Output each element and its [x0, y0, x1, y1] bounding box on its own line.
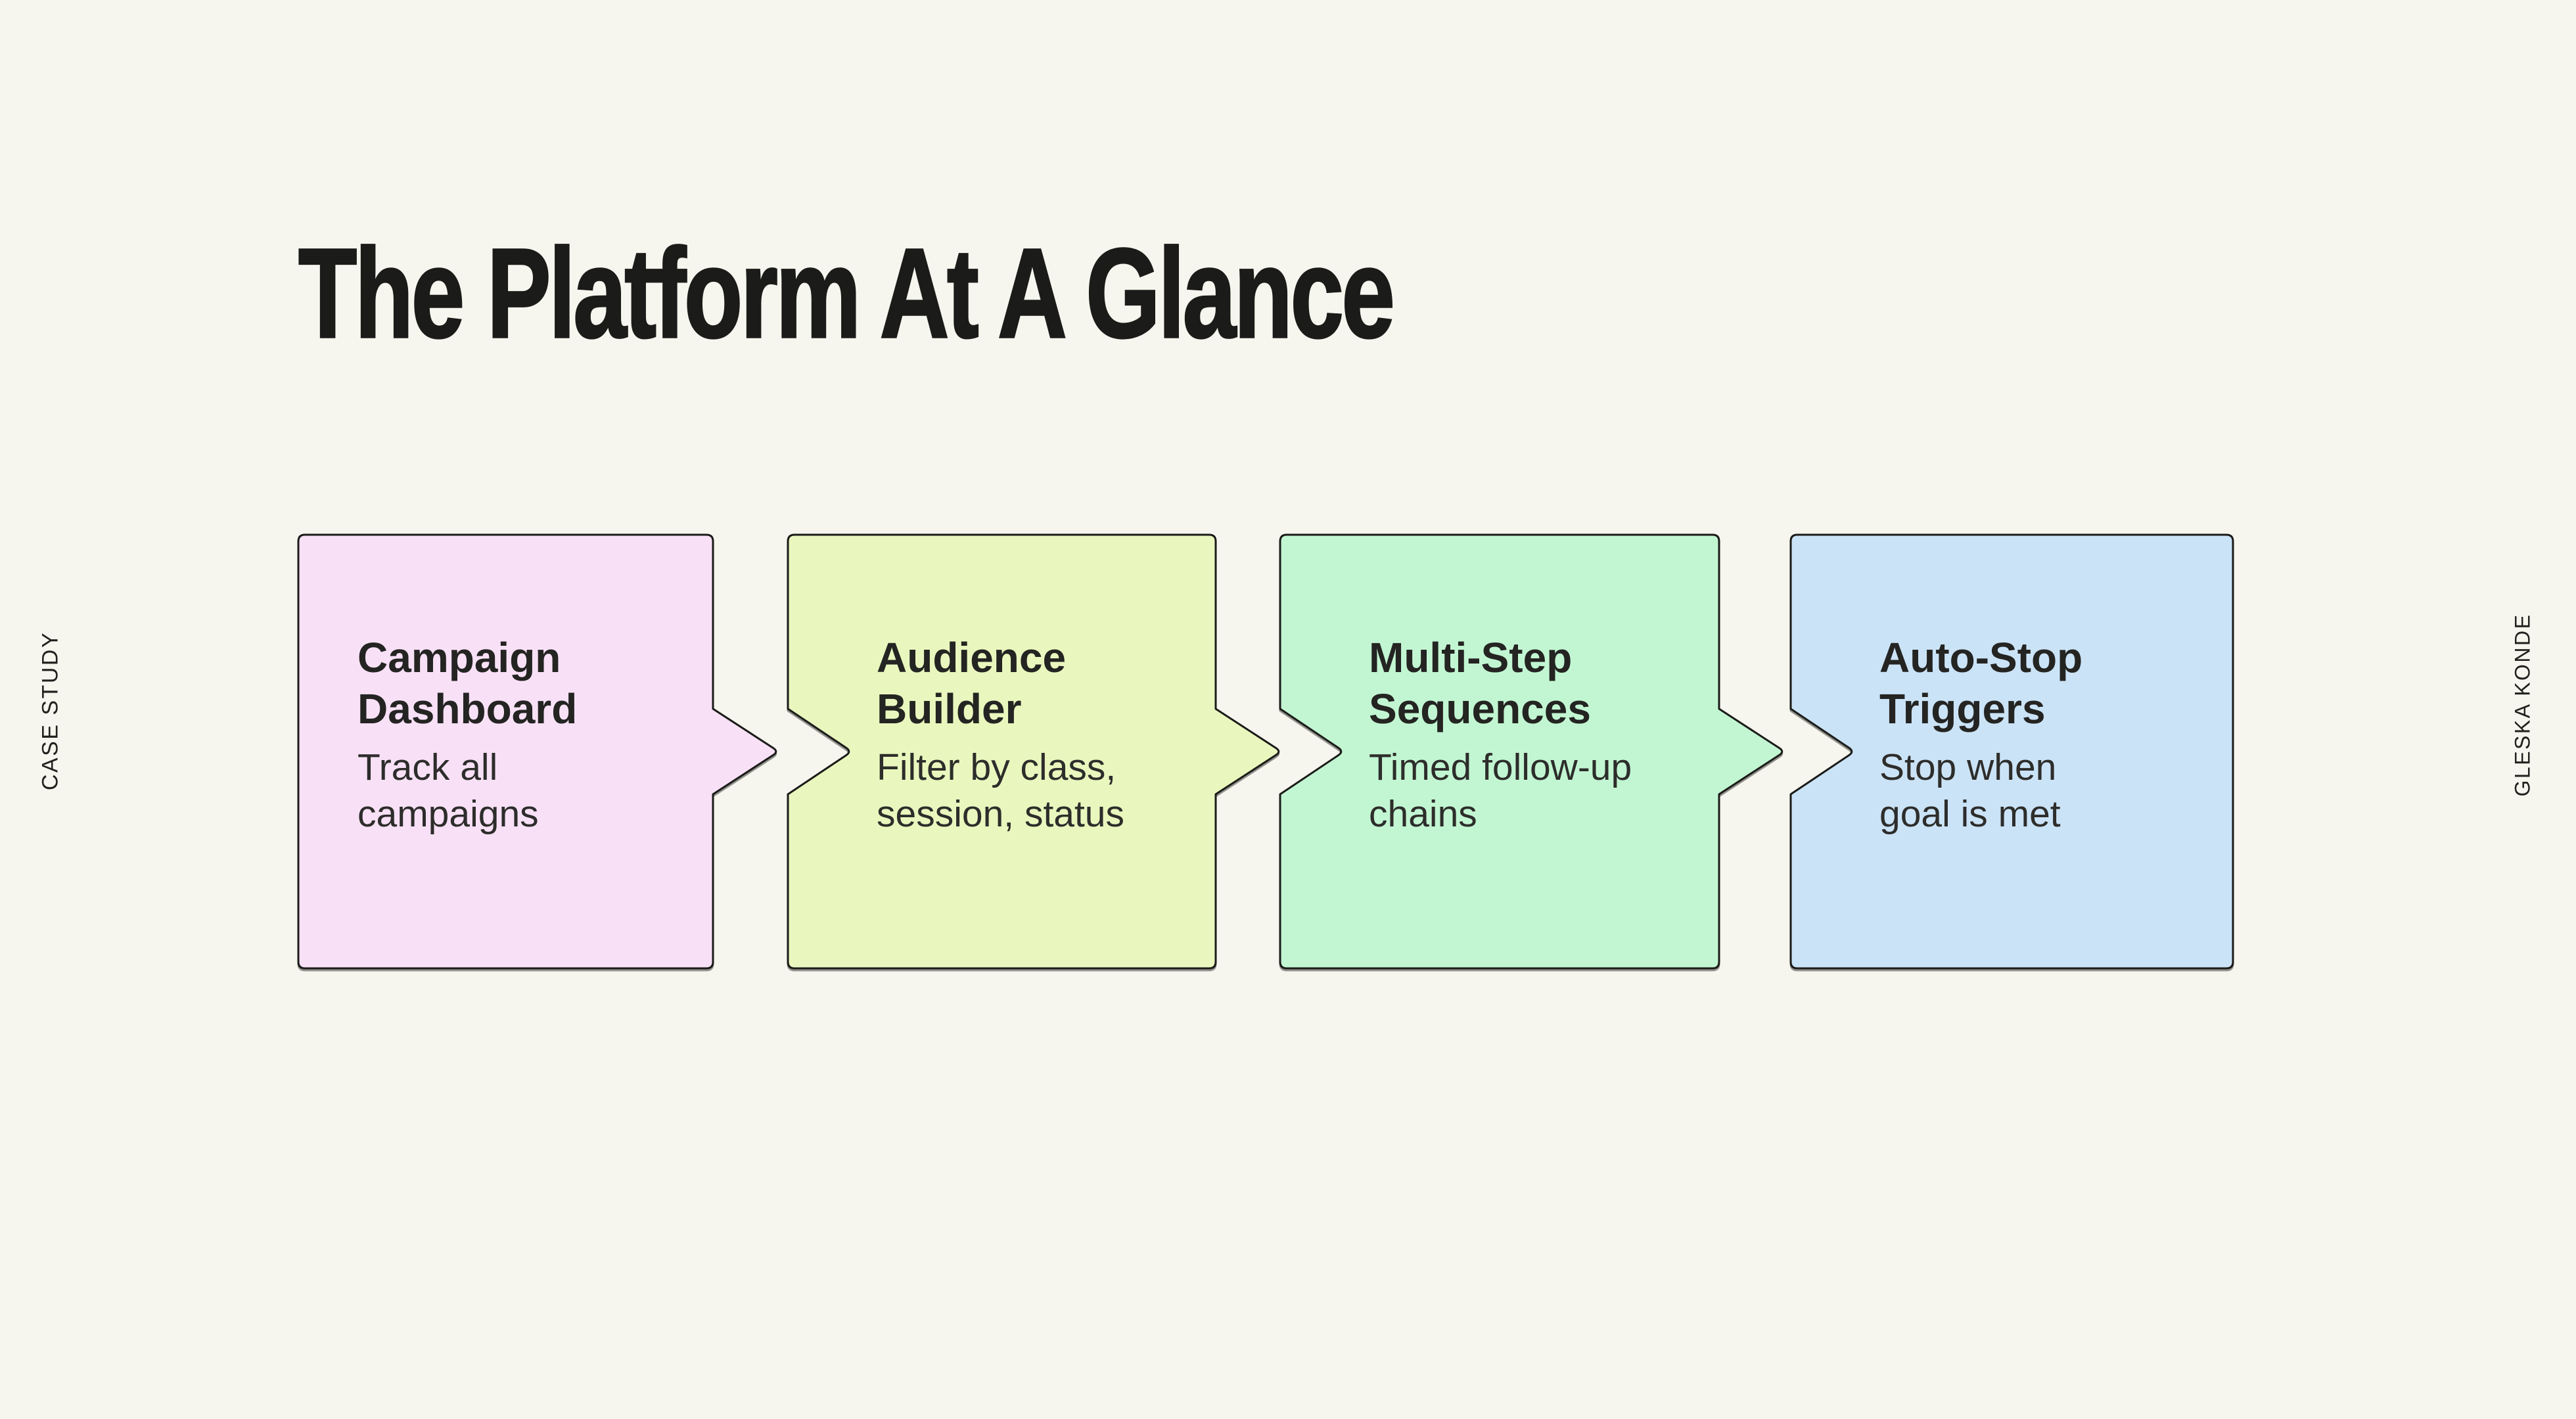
step-description: Timed follow-up chains: [1369, 746, 1632, 835]
step-card-campaign-dashboard: Campaign Dashboard Track all campaigns: [297, 533, 777, 970]
step-shape-path: [1789, 533, 2234, 970]
step-shape: [1789, 533, 2234, 970]
step-description: Track all campaigns: [357, 746, 539, 835]
step-card-multi-step-sequences: Multi-Step Sequences Timed follow-up cha…: [1279, 533, 1783, 970]
step-shape: [297, 533, 777, 970]
step-shape-path: [297, 533, 777, 970]
step-title: Multi-Step Sequences: [1369, 634, 1591, 732]
step-card-audience-builder: Audience Builder Filter by class, sessio…: [787, 533, 1280, 970]
step-text-block: Multi-Step Sequences Timed follow-up cha…: [1369, 632, 1710, 838]
right-margin-label: GLESKA KONDE: [2510, 613, 2535, 797]
step-text-block: Campaign Dashboard Track all campaigns: [357, 632, 704, 838]
step-title: Campaign Dashboard: [357, 634, 578, 732]
step-shape: [1279, 533, 1783, 970]
step-shape: [787, 533, 1280, 970]
step-card-auto-stop-triggers: Auto-Stop Triggers Stop when goal is met: [1789, 533, 2234, 970]
left-margin-label: CASE STUDY: [37, 631, 63, 791]
page-title: The Platform At A Glance: [298, 222, 1396, 366]
step-shape-path: [787, 533, 1280, 970]
step-description: Stop when goal is met: [1879, 746, 2061, 835]
step-shape-path: [1279, 533, 1783, 970]
step-title: Auto-Stop Triggers: [1879, 634, 2083, 732]
step-description: Filter by class, session, status: [877, 746, 1125, 835]
step-title: Audience Builder: [877, 634, 1067, 732]
step-text-block: Audience Builder Filter by class, sessio…: [877, 632, 1207, 838]
step-text-block: Auto-Stop Triggers Stop when goal is met: [1879, 632, 2224, 838]
